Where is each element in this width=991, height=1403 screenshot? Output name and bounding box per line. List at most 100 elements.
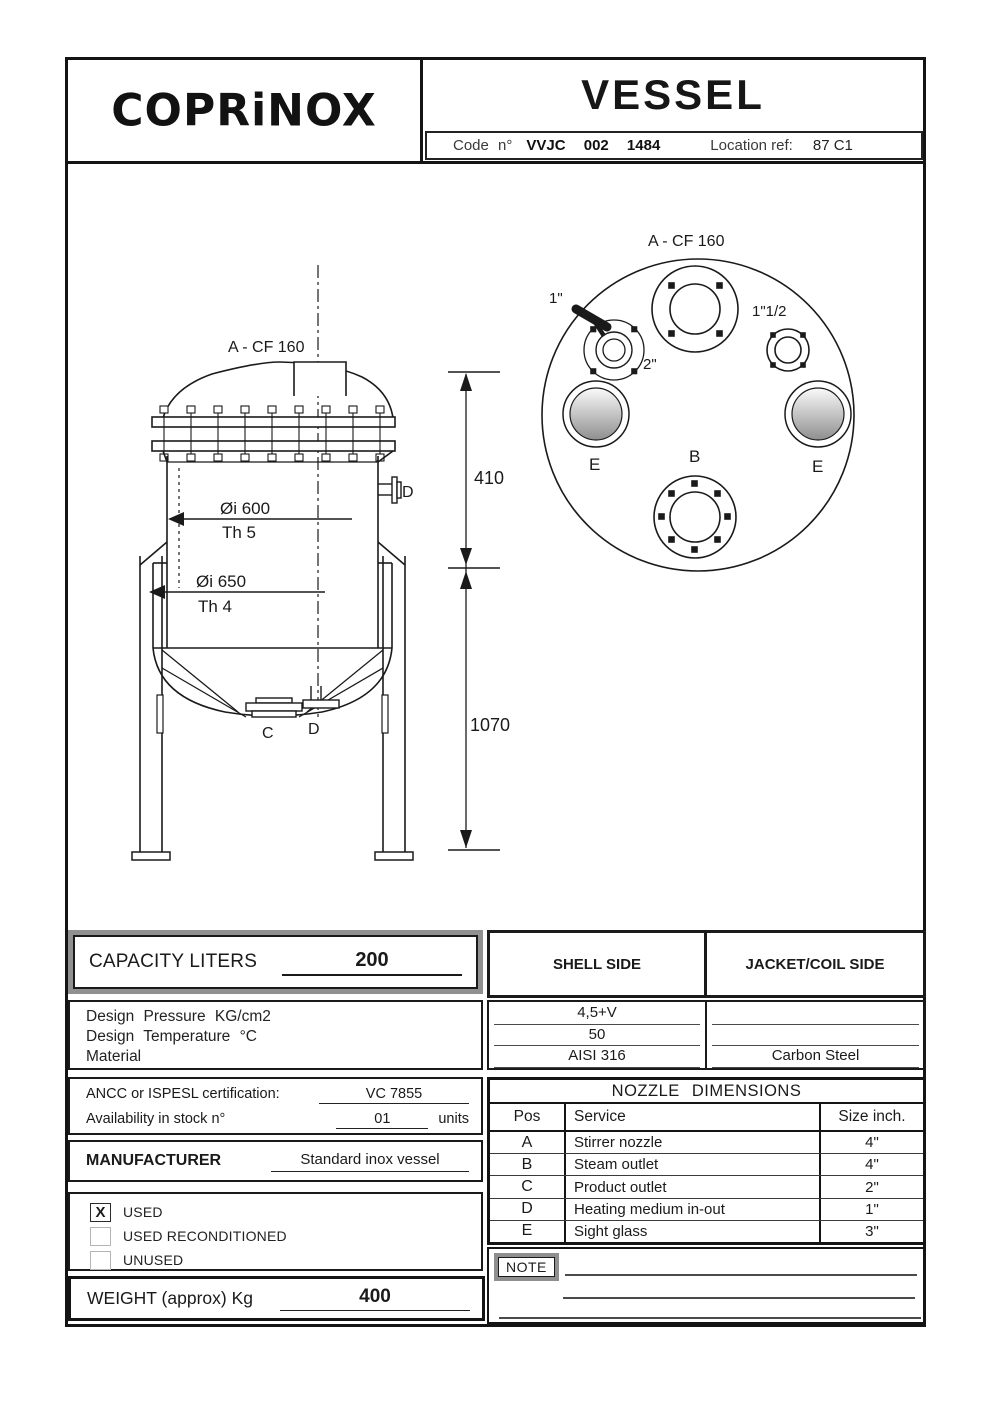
condition-row-reconditioned: USED RECONDITIONED bbox=[70, 1224, 481, 1248]
top-flange-a-label: A - CF 160 bbox=[648, 233, 725, 250]
capacity-label: CAPACITY LITERS bbox=[89, 951, 258, 972]
side-nozzle-d bbox=[378, 476, 402, 504]
sight-glass-right bbox=[784, 380, 852, 448]
diameter-leaders bbox=[149, 512, 352, 599]
nozzle-b-size: 4" bbox=[819, 1154, 923, 1176]
title-cell: VESSEL bbox=[423, 60, 923, 130]
table-row: C Product outlet 2" bbox=[490, 1176, 923, 1199]
shell-values-column: 4,5+V 50 AISI 316 bbox=[489, 1002, 707, 1069]
logo-cell: COPRiNOX bbox=[68, 60, 420, 161]
condition-box: X USED USED RECONDITIONED UNUSED bbox=[68, 1192, 483, 1271]
service-header: Service bbox=[574, 1108, 626, 1125]
header-vertical-divider bbox=[420, 60, 423, 162]
jacket-thickness-label: Th 4 bbox=[198, 597, 232, 616]
nozzle-d-service: Heating medium in-out bbox=[574, 1200, 725, 1218]
code-value: VVJC 002 1484 bbox=[526, 137, 661, 154]
code-label: Code n° bbox=[453, 137, 513, 154]
size-1in-label: 1" bbox=[549, 290, 563, 307]
bottom-nozzle-d-label: D bbox=[308, 721, 320, 738]
nozzle-c-service: Product outlet bbox=[574, 1178, 667, 1196]
nozzle-table-body: A Stirrer nozzle 4" B Steam outlet 4" C … bbox=[490, 1132, 923, 1243]
availability-value: 01 bbox=[336, 1111, 429, 1129]
flange-rail-bottom bbox=[151, 440, 396, 452]
capacity-value: 200 bbox=[282, 949, 462, 976]
note-line bbox=[565, 1274, 917, 1276]
side-view bbox=[131, 265, 500, 861]
jacket-pressure-value bbox=[712, 1003, 919, 1025]
shell-temperature-value: 50 bbox=[494, 1025, 700, 1047]
shell-diameter-label: Øi 600 bbox=[220, 499, 270, 518]
jacket-coil-side-header: JACKET/COIL SIDE bbox=[704, 930, 926, 998]
location-ref-value: 87 C1 bbox=[812, 137, 853, 154]
weight-value: 400 bbox=[280, 1286, 470, 1311]
nozzle-1in bbox=[571, 304, 645, 381]
top-flange-b bbox=[653, 475, 737, 559]
side-nozzle-d-label: D bbox=[402, 484, 414, 501]
manufacturer-label: MANUFACTURER bbox=[86, 1152, 222, 1169]
table-row: A Stirrer nozzle 4" bbox=[490, 1132, 923, 1155]
dim-410-label: 410 bbox=[474, 468, 504, 488]
e-right-label: E bbox=[812, 457, 823, 476]
table-row: D Heating medium in-out 1" bbox=[490, 1198, 923, 1221]
shell-material-value: AISI 316 bbox=[494, 1046, 700, 1069]
vessel-dome bbox=[162, 361, 394, 419]
nozzle-1half bbox=[766, 328, 810, 372]
vessel-technical-drawing: A - CF 160 Øi 600 Th 5 Øi 650 Th 4 D C D… bbox=[131, 233, 855, 861]
size-2in-label: 2" bbox=[643, 356, 657, 373]
unused-checkbox bbox=[90, 1250, 111, 1270]
nozzle-a-pos: A bbox=[490, 1132, 566, 1154]
table-row: E Sight glass 3" bbox=[490, 1220, 923, 1243]
nozzle-a-service: Stirrer nozzle bbox=[574, 1134, 663, 1152]
unused-label: UNUSED bbox=[123, 1252, 184, 1268]
note-badge: NOTE bbox=[494, 1253, 559, 1281]
material-label: Material bbox=[86, 1048, 142, 1065]
size-header: Size inch. bbox=[819, 1104, 923, 1130]
top-flange-a bbox=[651, 265, 739, 353]
spec-values-box: 4,5+V 50 AISI 316 Carbon Steel bbox=[487, 1000, 926, 1070]
shell-pressure-value: 4,5+V bbox=[494, 1003, 700, 1025]
nozzle-dimensions-title: NOZZLE DIMENSIONS bbox=[490, 1080, 923, 1104]
jacket-material-value: Carbon Steel bbox=[712, 1046, 919, 1069]
nozzle-b-pos: B bbox=[490, 1154, 566, 1176]
used-checkbox: X bbox=[90, 1202, 111, 1222]
design-pressure-label: Design Pressure KG/cm2 bbox=[86, 1008, 271, 1025]
pos-header: Pos bbox=[490, 1104, 566, 1130]
nozzle-c-pos: C bbox=[490, 1176, 566, 1198]
nozzle-c-size: 2" bbox=[819, 1176, 923, 1198]
design-temperature-label: Design Temperature °C bbox=[86, 1028, 257, 1045]
side-flange-label: A - CF 160 bbox=[228, 339, 305, 356]
nozzle-a-size: 4" bbox=[819, 1132, 923, 1154]
page-title: VESSEL bbox=[581, 71, 765, 118]
design-specs-box: Design Pressure KG/cm2 Design Temperatur… bbox=[68, 1000, 483, 1070]
availability-units: units bbox=[438, 1111, 469, 1127]
note-line bbox=[563, 1297, 915, 1299]
nozzle-b-service: Steam outlet bbox=[574, 1156, 659, 1174]
size-1half-label: 1"1/2 bbox=[752, 303, 787, 320]
top-view bbox=[541, 258, 855, 572]
bottom-nozzle-c-label: C bbox=[262, 725, 274, 742]
certification-value: VC 7855 bbox=[319, 1086, 469, 1104]
used-label: USED bbox=[123, 1204, 163, 1220]
nozzle-e-pos: E bbox=[490, 1220, 566, 1243]
note-box: NOTE bbox=[487, 1247, 926, 1324]
note-label: NOTE bbox=[498, 1257, 555, 1277]
jacket-diameter-label: Øi 650 bbox=[196, 572, 246, 591]
header-bottom-divider bbox=[67, 161, 924, 164]
nozzle-e-size: 3" bbox=[819, 1220, 923, 1243]
dim-1070-label: 1070 bbox=[470, 715, 510, 735]
weight-box: WEIGHT (approx) Kg 400 bbox=[68, 1276, 485, 1321]
sheet-frame bbox=[65, 57, 926, 1327]
condition-row-unused: UNUSED bbox=[70, 1248, 481, 1272]
used-reconditioned-label: USED RECONDITIONED bbox=[123, 1228, 287, 1244]
dimension-line bbox=[448, 371, 500, 851]
nozzle-table-header: Pos Service Size inch. bbox=[490, 1104, 923, 1132]
b-label: B bbox=[689, 447, 700, 466]
shell-thickness-label: Th 5 bbox=[222, 523, 256, 542]
code-box: Code n° VVJC 002 1484 Location ref: 87 C… bbox=[425, 131, 923, 160]
nozzle-e-service: Sight glass bbox=[574, 1222, 648, 1240]
jacket-values-column: Carbon Steel bbox=[707, 1002, 924, 1069]
bottom-nozzles bbox=[245, 686, 340, 718]
condition-row-used: X USED bbox=[70, 1200, 481, 1224]
legs bbox=[131, 541, 414, 861]
weight-label: WEIGHT (approx) Kg bbox=[87, 1288, 253, 1308]
